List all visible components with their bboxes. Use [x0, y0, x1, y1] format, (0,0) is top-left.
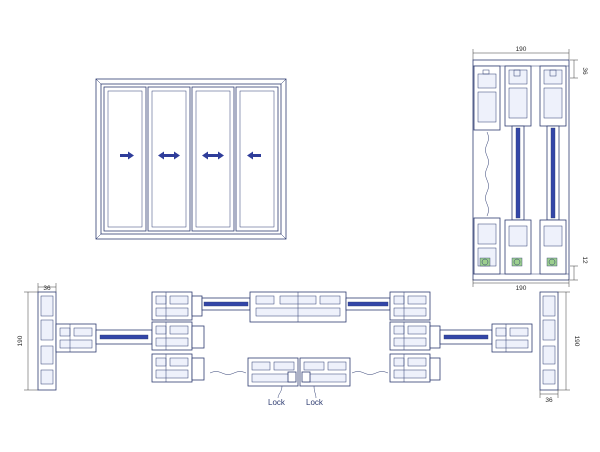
outer-frame: [95, 78, 287, 240]
dim-left-width: 36: [43, 285, 51, 292]
lock-label-left: Lock: [268, 398, 286, 407]
glass-pane: [347, 301, 389, 307]
dim-right-width: 36: [545, 397, 553, 404]
glass-pane: [203, 301, 249, 307]
inner-frame: [100, 83, 282, 235]
glass-pane: [550, 127, 556, 219]
roller-icon: [546, 257, 558, 267]
door-elevation: [95, 78, 287, 240]
roller-icon: [511, 257, 523, 267]
panel-1: [103, 86, 147, 232]
arrow-right-icon: [120, 151, 134, 160]
dim-right-height: 190: [573, 336, 580, 347]
arrow-both-icon: [202, 151, 224, 160]
arrow-left-icon: [247, 151, 261, 160]
arrow-both-icon: [158, 151, 180, 160]
panel-2: [147, 86, 191, 232]
dim-left-height: 190: [17, 335, 24, 346]
horizontal-section: 190 36: [17, 283, 580, 407]
dim-top: 190: [516, 46, 527, 53]
dim-right-bottom: 12: [581, 256, 588, 264]
roller-icon: [479, 257, 491, 267]
glass-pane: [515, 127, 521, 219]
glass-pane: [443, 334, 489, 340]
vertical-section: 190 36: [472, 46, 588, 292]
lock-label-right: Lock: [306, 398, 324, 407]
dim-right-top: 36: [581, 67, 588, 75]
glass-pane: [99, 334, 149, 340]
panel-4: [235, 86, 279, 232]
panel-3: [191, 86, 235, 232]
dim-bottom: 190: [516, 285, 527, 292]
